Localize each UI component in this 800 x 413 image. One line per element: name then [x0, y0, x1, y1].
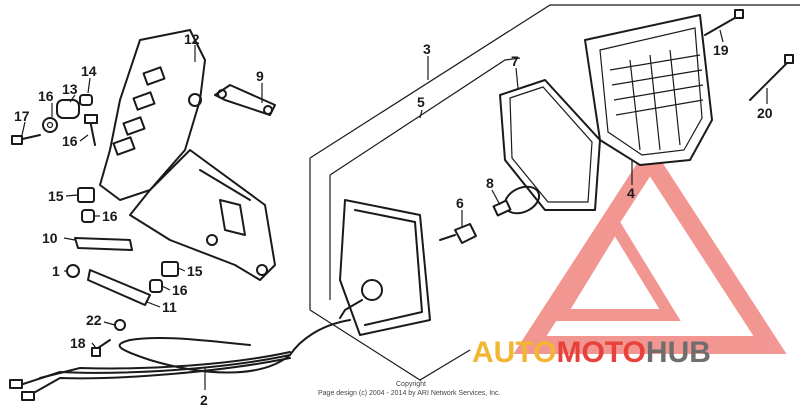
- watermark-logo-icon: [513, 143, 787, 354]
- callout-5: 5: [417, 94, 425, 110]
- callout-14: 14: [81, 63, 97, 79]
- callout-10: 10: [42, 230, 58, 246]
- license-bracket-12: [99, 29, 276, 281]
- watermark-part-auto: AUTO: [472, 336, 556, 369]
- callout-1: 1: [52, 263, 60, 279]
- watermark-brand-text: AUTOMOTOHUB: [472, 336, 711, 369]
- callout-20: 18: [70, 335, 86, 351]
- callout-17: 16: [62, 133, 78, 149]
- callout-2: 2: [200, 392, 208, 408]
- callout-18: 16: [38, 88, 54, 104]
- callout-16a: 16: [102, 208, 118, 224]
- gasket-7: [499, 79, 601, 211]
- watermark-part-hub: HUB: [646, 336, 711, 369]
- copyright-notice: Page design (c) 2004 - 2014 by ARI Netwo…: [318, 390, 501, 397]
- hardware-left: [11, 94, 98, 146]
- callout-8: 8: [486, 175, 494, 191]
- assembly-box-3: [309, 4, 800, 381]
- callout-16b: 16: [172, 282, 188, 298]
- rubber-strips: [74, 237, 151, 306]
- wire-harness-2: [9, 319, 351, 401]
- bulb-8: [492, 185, 541, 217]
- callout-11: 11: [162, 299, 177, 315]
- callout-22: 22: [86, 312, 102, 328]
- callout-19: 17: [14, 108, 30, 124]
- callout-12: 12: [184, 31, 200, 47]
- bolts-21: [704, 9, 794, 101]
- callout-15b: 15: [187, 263, 203, 279]
- light-housing-5: [339, 199, 431, 336]
- callout-labels: 12 14 13 16 17 16 9 15 16 10 1 15 16 11 …: [14, 31, 773, 408]
- leader-lines: [21, 29, 768, 390]
- lens-4: [584, 14, 713, 166]
- callout-9: 9: [256, 68, 264, 84]
- hardware-mid: [66, 187, 179, 293]
- copyright-title: Copyright: [396, 381, 426, 388]
- callout-7: 7: [511, 53, 519, 69]
- callout-13: 13: [62, 81, 78, 97]
- callout-21b: 20: [757, 105, 773, 121]
- assembly-box-5: [329, 57, 521, 300]
- callout-21a: 19: [713, 42, 729, 58]
- callout-4: 4: [627, 185, 635, 201]
- clip-9: [214, 84, 276, 116]
- socket-6: [439, 223, 477, 244]
- screws-bottom: [91, 319, 126, 357]
- callout-6: 6: [456, 195, 464, 211]
- watermark-part-moto: MOTO: [556, 336, 645, 369]
- callout-3: 3: [423, 41, 431, 57]
- callout-15a: 15: [48, 188, 64, 204]
